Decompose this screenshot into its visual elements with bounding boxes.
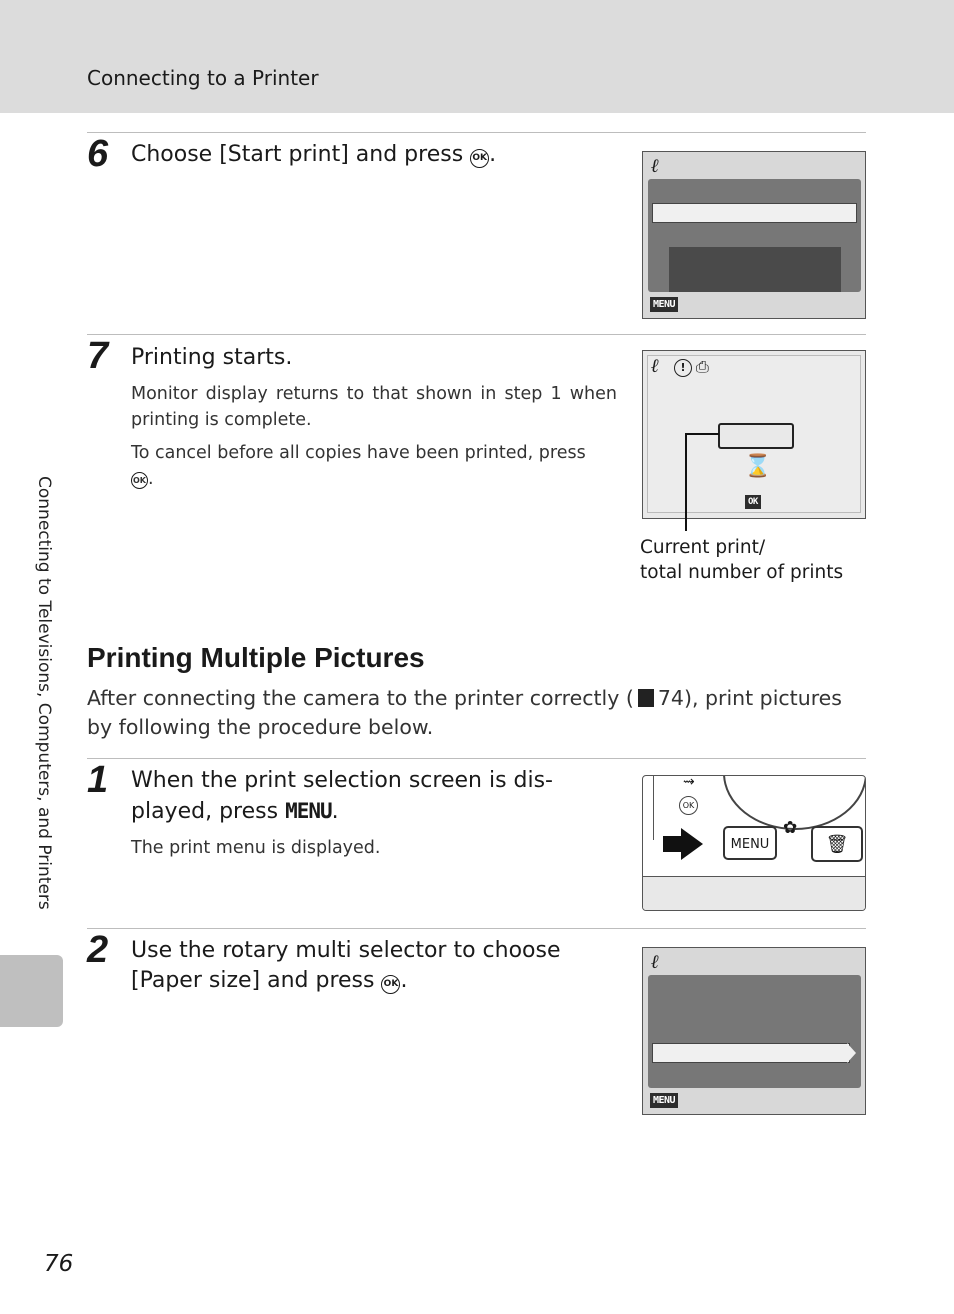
ok-badge-icon: OK: [745, 495, 761, 509]
divider: [87, 334, 866, 335]
step-number: 6: [87, 133, 109, 175]
warning-icon: !: [674, 359, 692, 377]
step-paragraph-text: To cancel before all copies have been pr…: [131, 443, 586, 463]
macro-icon: ✿: [783, 818, 798, 838]
camera-screen-paper-size: ℓ MENU: [642, 947, 866, 1115]
divider: [87, 928, 866, 929]
pictbridge-icon: ℓ: [651, 155, 660, 177]
camera-screen-start-print: ℓ MENU: [642, 151, 866, 319]
arrow-shaft: [663, 836, 683, 852]
arrow-icon: [681, 828, 703, 860]
header-title: Connecting to a Printer: [87, 66, 319, 90]
step-title: Choose [Start print] and press OK.: [131, 142, 497, 168]
menu-button: MENU: [723, 826, 777, 860]
camera-back-illustration: OK ⇝ MENU ✿ 🗑: [642, 775, 866, 911]
header-band: [0, 0, 954, 113]
callout-line: [685, 433, 687, 531]
divider: [87, 758, 866, 759]
menu-badge-icon: MENU: [650, 297, 679, 312]
step-title-text: [Paper size] and press: [131, 968, 375, 993]
step-title: When the print selection screen is dis- …: [131, 768, 553, 824]
side-chapter-label: Connecting to Televisions, Computers, an…: [34, 476, 54, 910]
page-number: 76: [44, 1251, 74, 1277]
callout-line: [685, 433, 719, 435]
chapter-tab: [0, 955, 63, 1027]
camera-bottom-edge: [643, 876, 865, 910]
camera-screen-printing: ℓ ! ⎙ ⌛ OK: [642, 350, 866, 519]
delete-button: 🗑: [811, 826, 863, 862]
camera-edge-line: [653, 776, 654, 840]
step-title-text: Use the rotary multi selector to choose: [131, 938, 561, 963]
step-number: 2: [87, 929, 109, 971]
intro-text: ), print pictures by following the proce…: [87, 686, 842, 739]
step-title: Use the rotary multi selector to choose …: [131, 938, 561, 994]
step-title-text: When the print selection screen is dis-: [131, 768, 553, 793]
menu-panel: [648, 975, 861, 1088]
print-count-box: [718, 423, 794, 449]
ok-button-icon: OK: [381, 975, 401, 994]
pictbridge-icon: ℓ: [651, 951, 660, 973]
menu-button-glyph: MENU: [285, 799, 333, 823]
step-title-text: Choose [Start print] and press: [131, 142, 464, 167]
section-intro: After connecting the camera to the print…: [87, 684, 867, 742]
hourglass-icon: ⌛: [744, 454, 772, 479]
step-number: 1: [87, 759, 109, 801]
menu-badge-icon: MENU: [650, 1093, 679, 1108]
step-title-text: played, press: [131, 799, 279, 824]
step-note: The print menu is displayed.: [131, 838, 381, 858]
selected-menu-row: [652, 1043, 850, 1063]
divider: [87, 132, 866, 133]
printer-icon: ⎙: [696, 357, 709, 376]
menu-panel: [648, 179, 861, 292]
intro-page-ref: 74: [657, 686, 684, 710]
step-paragraph: To cancel before all copies have been pr…: [131, 443, 586, 489]
intro-text: After connecting the camera to the print…: [87, 686, 634, 710]
ok-button-icon: OK: [470, 149, 490, 168]
pictbridge-connect-icon: ⇝: [683, 775, 695, 790]
pictbridge-icon: ℓ: [651, 355, 660, 377]
step-paragraph: Monitor display returns to that shown in…: [131, 384, 617, 430]
section-title: Printing Multiple Pictures: [87, 642, 425, 673]
ok-button-icon: OK: [131, 472, 148, 489]
step-number: 7: [87, 335, 109, 377]
page-reference-icon: [637, 689, 654, 707]
row-arrow-icon: [847, 1043, 856, 1063]
menu-panel-lower: [669, 247, 841, 292]
callout-caption: Current print/ total number of prints: [640, 537, 844, 583]
step-title: Printing starts.: [131, 345, 293, 370]
ok-button-icon: OK: [679, 796, 698, 815]
selected-menu-row: [652, 203, 857, 223]
